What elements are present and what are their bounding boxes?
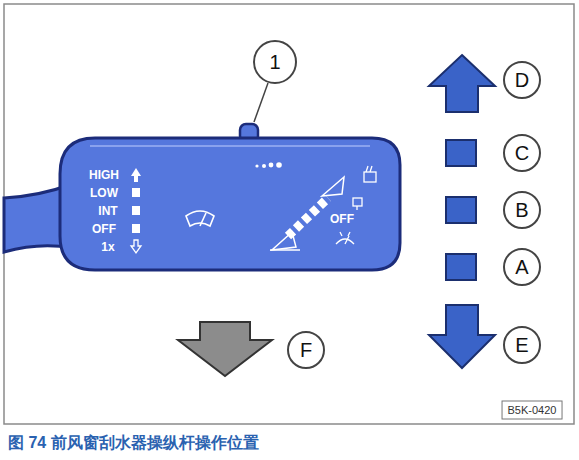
position-mark bbox=[132, 224, 140, 233]
position-label: LOW bbox=[90, 187, 118, 199]
callout-letter: B bbox=[515, 200, 528, 220]
figure-caption: 图 74 前风窗刮水器操纵杆操作位置 bbox=[8, 433, 259, 454]
lever-highlight bbox=[90, 145, 370, 147]
small-icons bbox=[336, 166, 376, 244]
position-label: INT bbox=[98, 205, 117, 217]
arrow-down bbox=[429, 305, 495, 368]
position-square bbox=[446, 254, 476, 280]
arrow-down-mark bbox=[131, 240, 141, 253]
leader-line bbox=[254, 83, 268, 122]
frame bbox=[4, 4, 574, 424]
position-mark bbox=[132, 206, 140, 215]
callout-circle bbox=[254, 41, 296, 83]
band-arrow-up bbox=[322, 177, 344, 196]
callout-letter: D bbox=[515, 70, 529, 90]
position-label: 1x bbox=[101, 241, 114, 253]
band-base bbox=[270, 249, 300, 251]
wiper-icon bbox=[186, 211, 214, 226]
arrow-up-mark bbox=[131, 168, 141, 182]
band-arrow-down bbox=[272, 232, 296, 250]
position-label: OFF bbox=[330, 213, 354, 225]
position-square bbox=[446, 140, 476, 166]
position-mark bbox=[132, 188, 140, 197]
position-label: HIGH bbox=[89, 169, 119, 181]
callout-letter: E bbox=[515, 335, 528, 355]
callout-letter: F bbox=[300, 340, 312, 360]
lever-body bbox=[60, 138, 400, 270]
position-label: OFF bbox=[92, 223, 116, 235]
droplets bbox=[255, 162, 281, 168]
figure-code: B5K-0420 bbox=[502, 401, 563, 420]
position-square bbox=[446, 197, 476, 223]
callout-letter: A bbox=[515, 257, 528, 277]
arrow-push bbox=[178, 322, 272, 376]
callout-number: 1 bbox=[269, 52, 280, 72]
band bbox=[288, 198, 328, 236]
letter-circles bbox=[288, 62, 540, 368]
callout-letter: C bbox=[515, 143, 529, 163]
arrow-up bbox=[429, 55, 495, 112]
